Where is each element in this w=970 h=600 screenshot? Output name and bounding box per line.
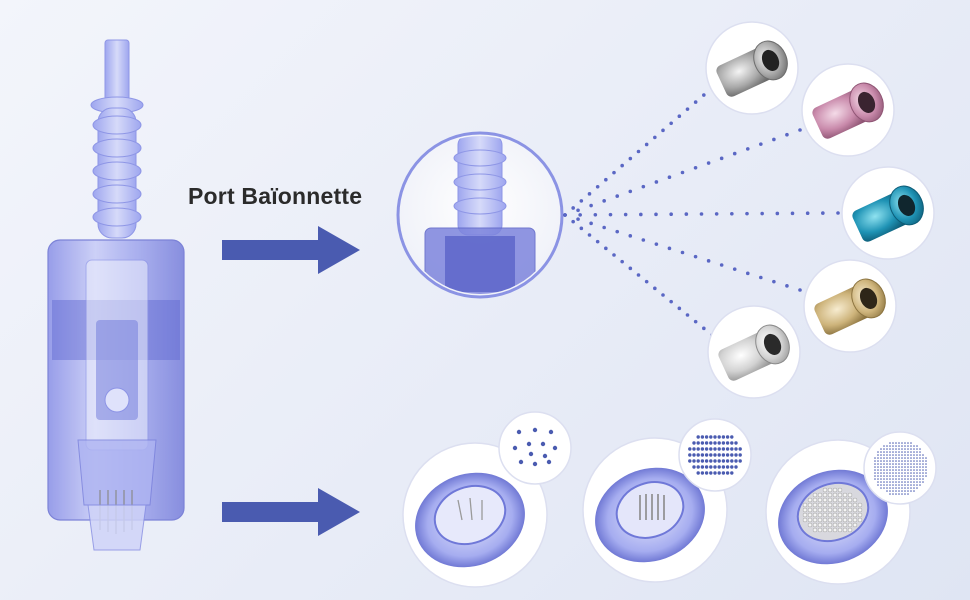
connection-type-label: Port Baïonnette <box>188 183 363 209</box>
sparse-needle-tip <box>402 411 572 588</box>
arrow-right-icon <box>222 226 360 274</box>
dense-nano-tip <box>765 431 937 585</box>
arrow-right-icon <box>222 488 360 536</box>
silver-port-icon <box>705 21 799 115</box>
needle-cartridge <box>47 39 185 551</box>
gold-port-icon <box>803 259 897 353</box>
port-closeup <box>396 131 564 299</box>
white-port-icon <box>707 305 801 399</box>
connector-dots <box>563 86 840 337</box>
teal-port-icon <box>841 166 935 260</box>
grid-needle-tip <box>582 418 752 583</box>
pink-port-icon <box>801 63 895 157</box>
